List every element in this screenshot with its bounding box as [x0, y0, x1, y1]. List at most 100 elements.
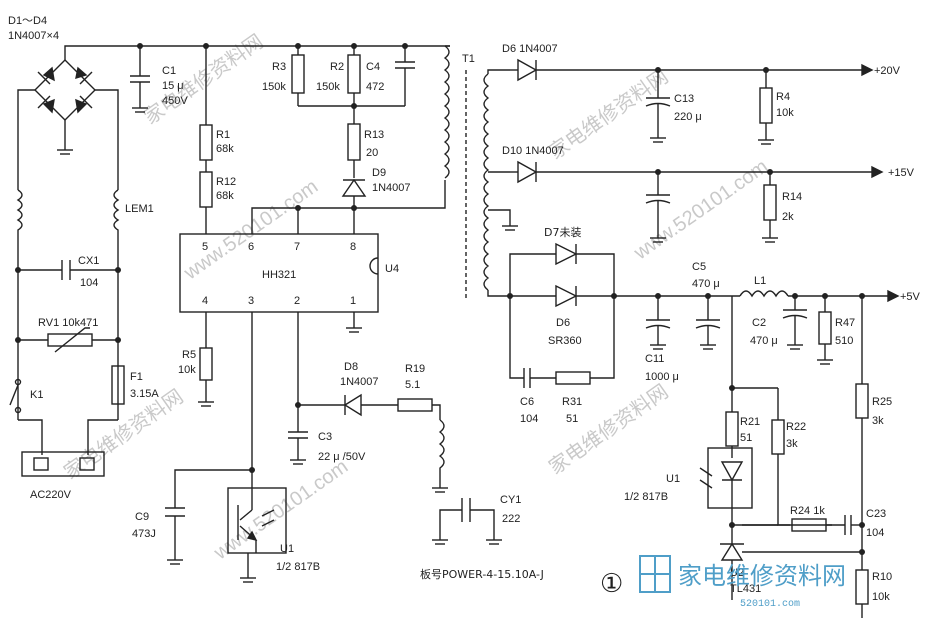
r21-value: 51: [740, 432, 752, 444]
c23-value: 104: [866, 527, 884, 539]
d6a-label: D6 1N4007: [502, 43, 558, 55]
bridge-rectifier: [17, 45, 450, 190]
d1d4-label: D1～D4: [8, 15, 47, 27]
watermark-text: 家电维修资料网: [544, 379, 672, 479]
c4-value: 472: [366, 81, 384, 93]
lem1-label: LEM1: [125, 203, 154, 215]
r13-value: 20: [366, 147, 378, 159]
d6b-label: D6: [556, 317, 570, 329]
c6-label: C6: [520, 396, 534, 408]
opto-transistor-u1a: [165, 469, 287, 583]
resistor-r1-r12: [199, 46, 213, 234]
r13-label: R13: [364, 129, 384, 141]
l1-label: L1: [754, 275, 766, 287]
u1a-value: 1/2 817B: [276, 561, 320, 573]
r5-value: 10k: [178, 364, 196, 376]
logo-text: 家电维修资料网: [678, 562, 846, 590]
ic-label: HH321: [262, 269, 296, 281]
rv1-label: RV1 10k471: [38, 317, 98, 329]
ic-hh321: [179, 233, 379, 470]
board-number: 板号POWER-4-15.10A-J: [420, 567, 544, 581]
site-logo: 家电维修资料网 520101.com: [639, 555, 846, 610]
r19-value: 5.1: [405, 379, 420, 391]
r14-value: 2k: [782, 211, 794, 223]
r47-value: 510: [835, 335, 853, 347]
c3-value: 22 μ /50V: [318, 451, 366, 463]
watermark-url: www.520101.com: [179, 176, 322, 285]
c3-label: C3: [318, 431, 332, 443]
out-20v: +20V: [874, 65, 901, 77]
pin-1: 1: [350, 295, 356, 307]
u1b-value: 1/2 817B: [624, 491, 668, 503]
drain-bus: [251, 180, 446, 234]
d1d4-type: 1N4007×4: [8, 30, 59, 42]
c1-label: C1: [162, 65, 176, 77]
r31-label: R31: [562, 396, 582, 408]
c5-value: 470 μ: [692, 278, 720, 290]
c6-value: 104: [520, 413, 538, 425]
pin-6: 6: [248, 241, 254, 253]
r22-label: R22: [786, 421, 806, 433]
feedback-network: [699, 296, 869, 618]
r12-label: R12: [216, 176, 236, 188]
capacitor-c1: [130, 46, 150, 113]
c9-value: 473J: [132, 528, 156, 540]
transformer-primary: [443, 45, 450, 179]
pin-8: 8: [350, 241, 356, 253]
c11-label: C11: [645, 353, 664, 365]
r21-label: R21: [740, 416, 760, 428]
u2-value: TL431: [730, 583, 761, 595]
r25-label: R25: [872, 396, 892, 408]
c1-value: 15 μ: [162, 80, 184, 92]
d7-label: D7未装: [544, 226, 581, 239]
u2-label: U2: [730, 567, 744, 579]
pin-2: 2: [294, 295, 300, 307]
c13-label: C13: [674, 93, 694, 105]
r19-label: R19: [405, 363, 425, 375]
out-5v: +5V: [900, 291, 921, 303]
ac-connector: [18, 419, 118, 477]
rail-20v: [510, 58, 874, 145]
r14-label: R14: [782, 191, 802, 203]
t1-label: T1: [462, 53, 475, 65]
r12-value: 68k: [216, 190, 234, 202]
aux-supply: [288, 393, 448, 493]
d9-value: 1N4007: [372, 182, 411, 194]
watermark-text: 家电维修资料网: [139, 29, 267, 129]
ac-label: AC220V: [30, 489, 72, 501]
pin-4: 4: [202, 295, 208, 307]
r4-label: R4: [776, 91, 790, 103]
r25-value: 3k: [872, 415, 884, 427]
out-15v: +15V: [888, 167, 915, 179]
c4-label: C4: [366, 61, 380, 73]
junction-dots: [15, 43, 865, 555]
cx1-value: 104: [80, 277, 98, 289]
f1-value: 3.15A: [130, 388, 159, 400]
r24-label: R24 1k: [790, 505, 825, 517]
r47-label: R47: [835, 317, 855, 329]
r10-value: 10k: [872, 591, 890, 603]
figure-number: ①: [600, 568, 623, 598]
u4-label: U4: [385, 263, 399, 275]
r2-value: 150k: [316, 81, 340, 93]
c23-label: C23: [866, 508, 886, 520]
cx1-label: CX1: [78, 255, 99, 267]
c9-label: C9: [135, 511, 149, 523]
switch-k1: [9, 378, 22, 414]
d10-label: D10 1N4007: [502, 145, 564, 157]
fuse-f1: [111, 365, 125, 405]
resistor-r5: [198, 347, 214, 407]
k1-label: K1: [30, 389, 43, 401]
r3-value: 150k: [262, 81, 286, 93]
cy1-value: 222: [502, 513, 520, 525]
u1b-label: U1: [666, 473, 680, 485]
r1-label: R1: [216, 129, 230, 141]
rail-5v: [509, 242, 900, 388]
c2-label: C2: [752, 317, 766, 329]
rail-15v: [510, 160, 884, 243]
r31-value: 51: [566, 413, 578, 425]
c5-label: C5: [692, 261, 706, 273]
r2-label: R2: [330, 61, 344, 73]
pin-5: 5: [202, 241, 208, 253]
